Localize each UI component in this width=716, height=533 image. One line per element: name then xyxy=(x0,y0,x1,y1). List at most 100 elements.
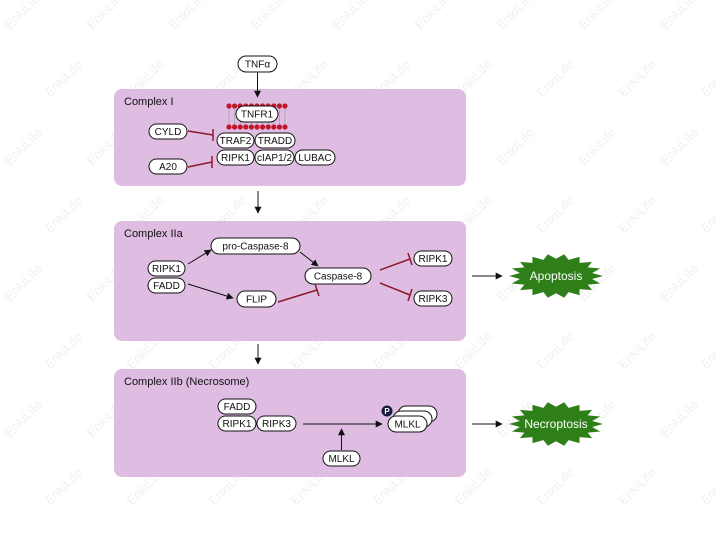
ripk3-target-node: RIPK3 xyxy=(413,290,453,307)
lipid-head xyxy=(271,124,277,130)
mlkl-oligomer-node: MLKL xyxy=(387,405,438,433)
watermark-text: EnkiLife xyxy=(698,465,716,508)
watermark-text: EnkiLife xyxy=(576,0,619,32)
lipid-head xyxy=(226,124,232,130)
watermark-text: EnkiLife xyxy=(616,465,659,508)
watermark-text: EnkiLife xyxy=(2,261,45,304)
svg-text:TRADD: TRADD xyxy=(258,136,292,147)
lipid-head xyxy=(226,103,232,109)
tradd-node: TRADD xyxy=(254,132,296,149)
caspase-ripk1-inhibition xyxy=(379,252,413,271)
watermark-text: EnkiLife xyxy=(42,193,85,236)
a20-node: A20 xyxy=(148,158,188,175)
watermark-text: EnkiLife xyxy=(494,125,537,168)
svg-text:TNFR1: TNFR1 xyxy=(241,110,274,121)
watermark-text: EnkiLife xyxy=(412,0,455,32)
complex-iia-title: Complex IIa xyxy=(124,228,184,240)
svg-text:MLKL: MLKL xyxy=(394,420,421,431)
svg-text:Apoptosis: Apoptosis xyxy=(530,269,583,283)
ripk3-node-complex-iib: RIPK3 xyxy=(256,415,297,432)
watermark-text: EnkiLife xyxy=(248,0,291,32)
watermark-text: EnkiLife xyxy=(698,57,716,100)
watermark-text: EnkiLife xyxy=(494,0,537,32)
apoptosis-burst: Apoptosis xyxy=(509,254,603,298)
caspase-ripk3-inhibition xyxy=(379,282,413,302)
svg-text:RIPK3: RIPK3 xyxy=(262,419,291,430)
svg-text:LUBAC: LUBAC xyxy=(298,153,331,164)
cyld-inhibition xyxy=(187,129,214,141)
svg-text:FLIP: FLIP xyxy=(246,295,267,306)
tnfr1-node: TNFR1 xyxy=(235,105,279,123)
watermark-text: EnkiLife xyxy=(534,465,577,508)
lipid-head xyxy=(237,124,243,130)
phosphorylation-badge: P xyxy=(381,405,393,417)
complex-iia-panel xyxy=(114,221,466,341)
svg-text:CYLD: CYLD xyxy=(155,127,182,138)
ripk1-node-complex-iia: RIPK1 xyxy=(147,260,186,277)
fadd-node-complex-iia: FADD xyxy=(147,277,186,294)
procaspase-to-caspase-arrow xyxy=(299,251,319,267)
svg-text:A20: A20 xyxy=(159,162,177,173)
lipid-head xyxy=(276,124,282,130)
lipid-head xyxy=(276,103,282,109)
watermark-text: EnkiLife xyxy=(534,329,577,372)
lipid-head xyxy=(232,124,238,130)
watermark-text: EnkiLife xyxy=(658,397,701,440)
complex-i-title: Complex I xyxy=(124,96,174,108)
watermark-text: EnkiLife xyxy=(42,465,85,508)
lipid-head xyxy=(232,103,238,109)
watermark-text: EnkiLife xyxy=(698,193,716,236)
watermark-text: EnkiLife xyxy=(616,329,659,372)
svg-text:TNFα: TNFα xyxy=(245,60,270,71)
svg-text:pro-Caspase-8: pro-Caspase-8 xyxy=(222,242,289,253)
lipid-head xyxy=(260,124,266,130)
watermark-text: EnkiLife xyxy=(576,125,619,168)
lipid-head xyxy=(265,124,271,130)
fadd-node-complex-iib: FADD xyxy=(217,398,257,415)
watermark-text: EnkiLife xyxy=(84,0,127,32)
ripk1-node-complex-i: RIPK1 xyxy=(216,149,255,166)
svg-text:Caspase-8: Caspase-8 xyxy=(314,272,363,283)
watermark-text: EnkiLife xyxy=(658,125,701,168)
svg-text:RIPK1: RIPK1 xyxy=(223,419,252,430)
cyld-node: CYLD xyxy=(148,123,188,140)
svg-text:Necroptosis: Necroptosis xyxy=(524,417,587,431)
svg-text:FADD: FADD xyxy=(153,281,180,292)
svg-text:P: P xyxy=(384,407,390,416)
watermark-text: EnkiLife xyxy=(534,193,577,236)
fadd-to-procaspase-arrow xyxy=(187,249,212,265)
watermark-text: EnkiLife xyxy=(658,261,701,304)
ciap-node: cIAP1/2 xyxy=(254,149,295,166)
watermark-text: EnkiLife xyxy=(616,193,659,236)
svg-text:TRAF2: TRAF2 xyxy=(220,136,252,147)
necroptosis-burst: Necroptosis xyxy=(509,402,603,446)
watermark-text: EnkiLife xyxy=(42,57,85,100)
flip-node: FLIP xyxy=(236,290,277,308)
ripk1-target-node: RIPK1 xyxy=(413,250,453,267)
lipid-head xyxy=(243,124,249,130)
lipid-head xyxy=(254,124,260,130)
caspase-8-node: Caspase-8 xyxy=(304,267,372,285)
svg-text:RIPK1: RIPK1 xyxy=(221,153,250,164)
svg-text:RIPK1: RIPK1 xyxy=(419,254,448,265)
fadd-to-flip-arrow xyxy=(187,283,234,300)
watermark-text: EnkiLife xyxy=(698,329,716,372)
watermark-text: EnkiLife xyxy=(2,125,45,168)
svg-text:MLKL: MLKL xyxy=(328,454,355,465)
flip-inhibition xyxy=(277,283,320,303)
watermark-text: EnkiLife xyxy=(658,0,701,32)
watermark-text: EnkiLife xyxy=(2,0,45,32)
svg-text:FADD: FADD xyxy=(224,402,251,413)
svg-text:cIAP1/2: cIAP1/2 xyxy=(257,153,292,164)
watermark-text: EnkiLife xyxy=(166,0,209,32)
lipid-head xyxy=(248,124,254,130)
complex-iib-title: Complex IIb (Necrosome) xyxy=(124,376,249,388)
watermark-text: EnkiLife xyxy=(42,329,85,372)
watermark-text: EnkiLife xyxy=(534,57,577,100)
watermark-text: EnkiLife xyxy=(616,57,659,100)
pro-caspase-8-node: pro-Caspase-8 xyxy=(210,237,301,255)
traf2-node: TRAF2 xyxy=(216,132,255,149)
tnfa-node: TNFα xyxy=(237,55,278,73)
ripk1-node-complex-iib: RIPK1 xyxy=(217,415,257,432)
